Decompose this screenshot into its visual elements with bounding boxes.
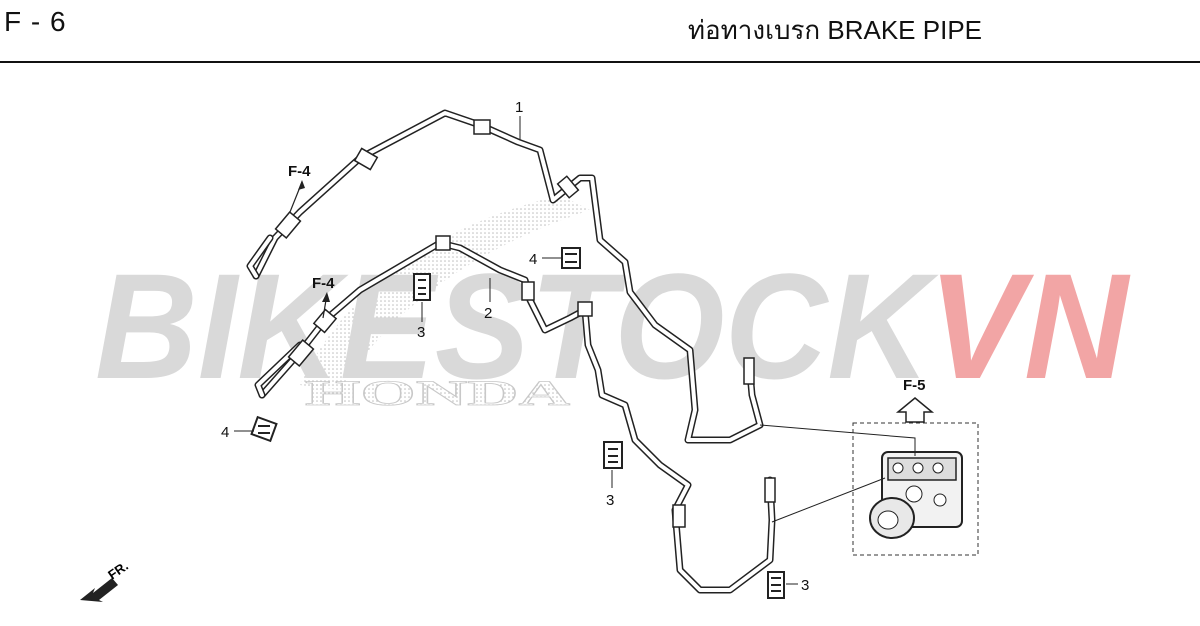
reference-f4-upper[interactable]: F-4 (288, 163, 311, 180)
brake-pipe-2[interactable] (254, 235, 776, 594)
watermark-honda: HONDA (305, 373, 570, 413)
holder-part-4[interactable] (250, 415, 278, 443)
clamp-part-3[interactable] (603, 441, 623, 469)
arrow-head-icon (298, 180, 305, 190)
callout-4-lower: 4 (221, 424, 229, 441)
abs-unit-frame (852, 422, 979, 556)
watermark-brand-accent: VN (928, 242, 1131, 410)
callout-2: 2 (484, 305, 492, 322)
honda-wing-logo (300, 195, 590, 390)
callout-3-upper: 3 (417, 324, 425, 341)
watermark-brand: BIKESTOCK (95, 242, 939, 410)
watermark: BIKESTOCK VN HONDA (95, 195, 1131, 413)
reference-f5[interactable]: F-5 (903, 377, 926, 394)
front-direction-indicator: FR. (80, 558, 131, 602)
leader-pipe1-abs (759, 424, 916, 456)
reference-f4-lower[interactable]: F-4 (312, 275, 335, 292)
callout-3-lower: 3 (801, 577, 809, 594)
page-title: ท่อทางเบรก BRAKE PIPE (687, 15, 982, 45)
clamp-part-3[interactable] (413, 273, 431, 301)
header-divider (0, 61, 1200, 63)
page-code: F - 6 (4, 6, 67, 37)
direction-label: FR. (105, 558, 131, 582)
arrow-head-icon (322, 292, 330, 302)
up-arrow-outline-icon (895, 397, 935, 423)
front-direction-arrow-icon (80, 578, 118, 602)
holder-part-4[interactable] (561, 247, 581, 269)
callout-3-middle: 3 (606, 492, 614, 509)
abs-modulator-unit[interactable] (869, 451, 963, 539)
clamp-part-3[interactable] (767, 571, 785, 599)
callout-1: 1 (515, 99, 523, 116)
callout-4-upper: 4 (529, 251, 537, 268)
leader-pipe2-abs (771, 477, 886, 523)
brake-pipe-1[interactable] (246, 109, 764, 444)
